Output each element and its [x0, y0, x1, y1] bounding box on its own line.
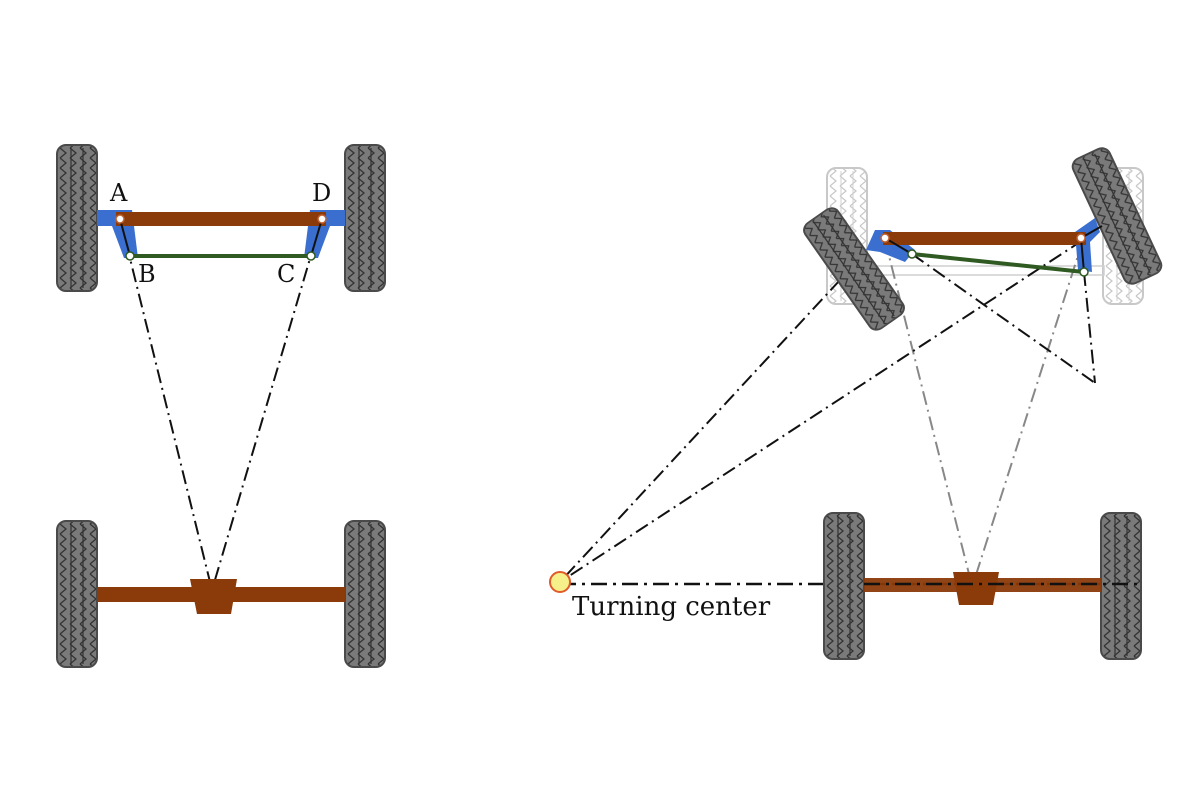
front-left-wheel — [56, 144, 98, 292]
point-label-b: B — [138, 260, 156, 288]
rear-right-wheel — [344, 520, 386, 668]
front-axle — [116, 212, 326, 226]
turning-joint-c — [1079, 267, 1089, 277]
turning-differential — [953, 572, 999, 605]
joint-b — [125, 251, 135, 261]
construction-line-ab — [119, 217, 213, 591]
turning-arm-right — [1080, 237, 1085, 273]
point-label-c: C — [277, 260, 295, 288]
construction-line-grey-left — [884, 239, 971, 579]
turning-rear-right-wheel — [1100, 512, 1142, 660]
arm-ab — [119, 218, 131, 257]
construction-line-left-wheel — [559, 279, 841, 583]
turning-center-label: Turning center — [572, 592, 771, 622]
construction-line-dc — [211, 217, 323, 591]
construction-line-grey-right — [974, 239, 1084, 579]
turning-configuration: Turning center — [549, 144, 1166, 660]
turning-rear-left-wheel — [823, 512, 865, 660]
joint-d — [317, 214, 327, 224]
straight-configuration: A D B C — [56, 144, 386, 668]
joint-c — [306, 251, 316, 261]
front-right-wheel — [344, 144, 386, 292]
point-label-a: A — [109, 179, 128, 207]
turning-joint-d — [1076, 233, 1086, 243]
turning-left-steering-arm — [866, 230, 915, 262]
rear-left-wheel — [56, 520, 98, 668]
turning-front-axle — [883, 232, 1086, 245]
construction-line-b-ext — [911, 253, 1096, 384]
arm-dc — [310, 218, 323, 257]
point-label-d: D — [312, 179, 331, 207]
turning-joint-a — [880, 233, 890, 243]
joint-a — [115, 214, 125, 224]
turning-joint-b — [907, 249, 917, 259]
turning-tie-rod — [911, 252, 1085, 274]
construction-line-right-wheel — [559, 239, 1084, 583]
turning-arm-left — [884, 237, 913, 255]
differential — [190, 579, 237, 614]
turning-center-marker — [549, 571, 571, 593]
construction-line-c-ext — [1083, 271, 1096, 384]
